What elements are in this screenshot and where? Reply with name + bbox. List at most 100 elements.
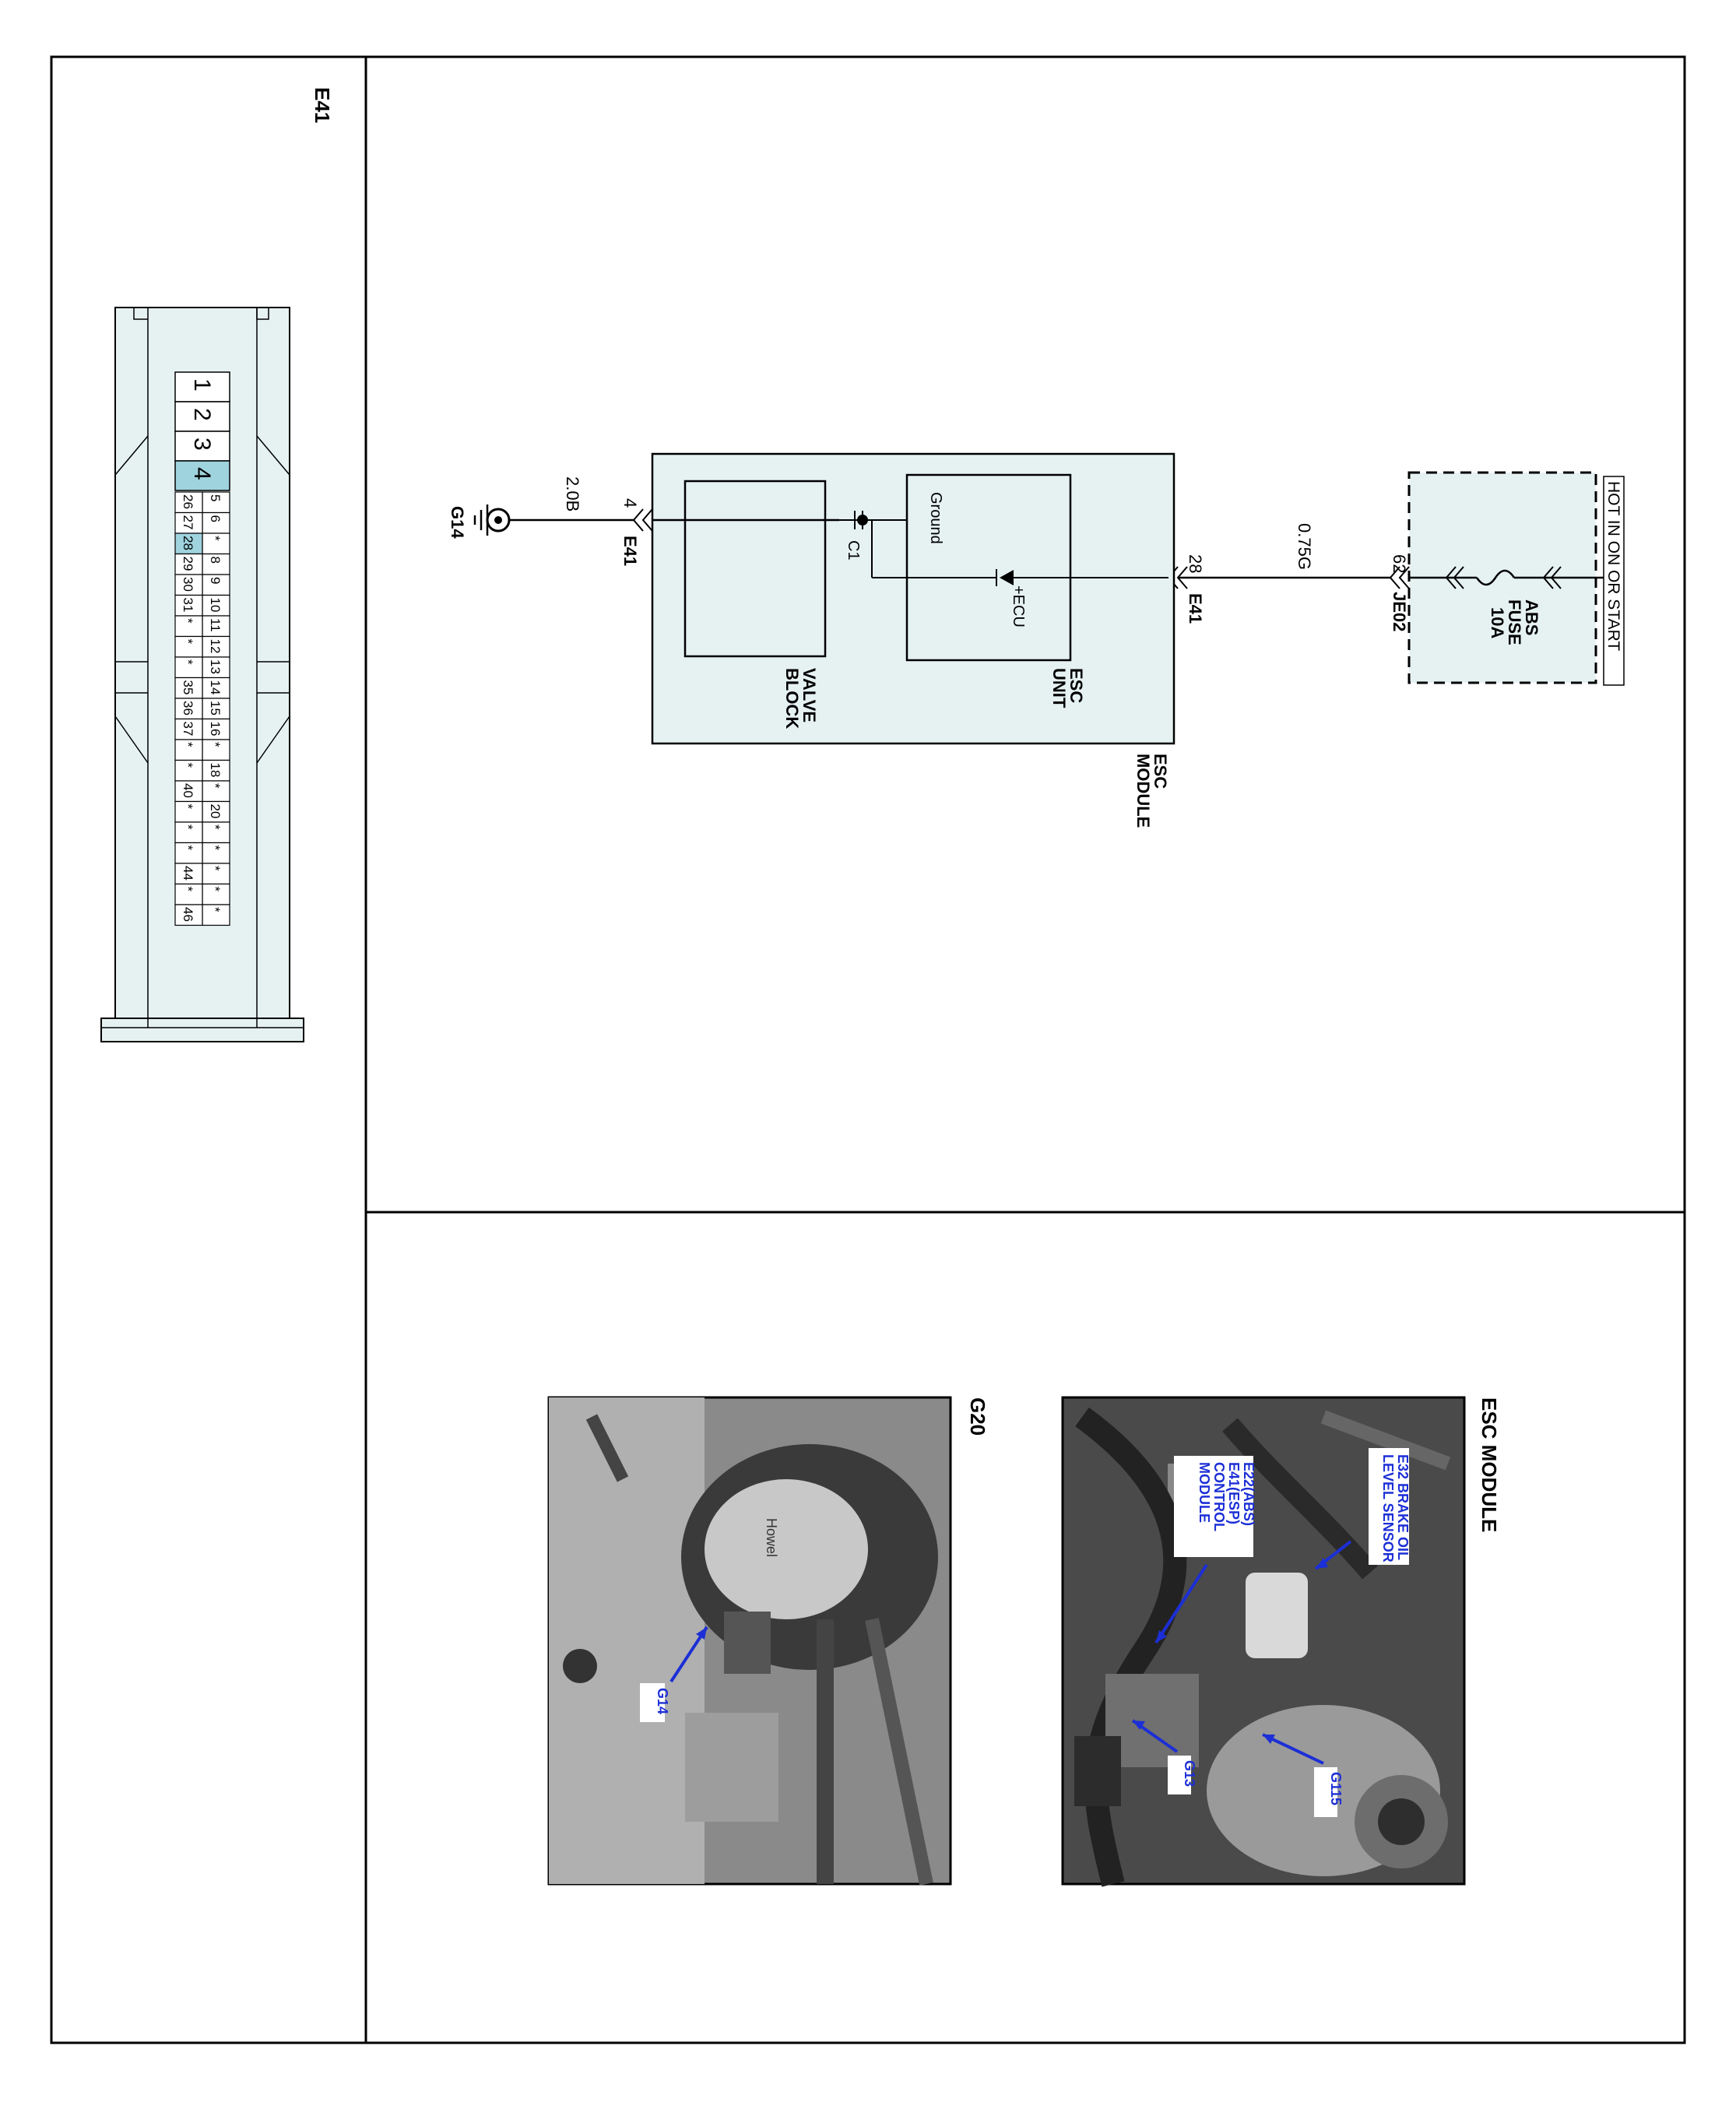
small-pin-cell — [202, 718, 230, 740]
small-pin-label: * — [208, 824, 223, 830]
module-name-2: MODULE — [1133, 754, 1153, 828]
small-pin-label: * — [181, 639, 195, 645]
small-pin-cell — [202, 800, 230, 823]
module-pin-bottom: 4 — [620, 498, 640, 508]
small-pin-cell — [174, 904, 203, 926]
power-source-box — [1603, 476, 1625, 686]
small-pin-label: 11 — [208, 618, 223, 632]
small-pin-cell — [174, 759, 203, 782]
unit-name-2: UNIT — [1049, 668, 1069, 708]
module-conn-bottom: E41 — [620, 536, 640, 566]
small-pin-cell — [202, 739, 230, 761]
junction-id: JE02 — [1390, 592, 1409, 631]
power-source-label: HOT IN ON OR START — [1604, 481, 1622, 651]
g20-photo-title: G20 — [966, 1397, 989, 1436]
small-pin-label: * — [181, 618, 195, 624]
small-pin-label: 40 — [181, 783, 195, 798]
callout-g115-label: G115 — [1328, 1772, 1344, 1805]
small-pin-cell — [202, 904, 230, 926]
small-pin-cell — [174, 780, 203, 803]
module-pin-top: 28 — [1186, 554, 1205, 573]
g20-photo: Howel — [547, 1396, 952, 1886]
small-pin-label: 18 — [208, 763, 223, 778]
small-pin-label: 12 — [208, 639, 223, 654]
large-pin-cell — [174, 460, 230, 491]
valve-block-label-2: BLOCK — [782, 668, 802, 729]
small-pin-label: 35 — [181, 680, 195, 695]
large-pin-label: 2 — [189, 408, 215, 421]
small-pin-label: 30 — [181, 577, 195, 592]
small-pin-label: 37 — [181, 722, 195, 736]
module-conn-top: E41 — [1186, 593, 1205, 624]
small-pin-label: * — [208, 907, 223, 912]
large-pin-cell — [174, 371, 230, 402]
small-pin-label: 46 — [181, 907, 195, 922]
small-pin-label: 29 — [181, 557, 195, 571]
fuse-name: ABS — [1522, 599, 1541, 635]
fuse-rating: 10A — [1488, 607, 1507, 638]
unit-name-1: ESC — [1067, 668, 1086, 703]
small-pin-label: * — [181, 845, 195, 851]
callout-module-line3: CONTROL — [1211, 1462, 1227, 1531]
callout-brake-oil: E32 BRAKE OIL LEVEL SENSOR — [1314, 1448, 1411, 1570]
callout-g13-label: G13 — [1182, 1760, 1197, 1787]
small-pin-label: 5 — [208, 494, 223, 501]
callout-g14: G14 — [640, 1626, 708, 1722]
large-pin-label: 1 — [189, 378, 215, 392]
small-pin-cell — [174, 677, 203, 699]
connector-title: E41 — [311, 87, 334, 123]
small-pin-cell — [202, 883, 230, 905]
wire-top-label: 0.75G — [1295, 523, 1314, 570]
connector-latch — [100, 1018, 304, 1042]
small-pin-cell — [174, 656, 203, 679]
ground-label: Ground — [927, 492, 944, 544]
valve-block-label-1: VALVE — [799, 668, 819, 722]
small-pin-cell — [202, 780, 230, 803]
ground-symbol — [473, 504, 511, 536]
small-pin-label: 16 — [208, 722, 223, 736]
small-pin-label: 20 — [208, 804, 223, 819]
small-pin-cell — [174, 553, 203, 575]
small-pin-cell — [202, 677, 230, 699]
esc-module-box — [651, 452, 1175, 745]
small-pin-label: 15 — [208, 701, 223, 715]
callout-g14-label: G14 — [655, 1688, 670, 1714]
small-pin-label: 9 — [208, 577, 223, 584]
small-pin-label: * — [208, 742, 223, 747]
large-pin-label: 3 — [189, 438, 215, 451]
ground-id: G14 — [448, 506, 467, 539]
fuse-symbol — [1475, 569, 1516, 586]
callout-module-line2: E41(ESP) — [1226, 1462, 1242, 1524]
small-pin-label: 28 — [181, 536, 195, 550]
small-pin-cell — [174, 594, 203, 617]
small-pin-label: 10 — [208, 598, 223, 613]
module-connector-bottom — [632, 508, 653, 532]
esc-photo-title: ESC MODULE — [1478, 1397, 1501, 1532]
small-pin-cell — [202, 656, 230, 679]
small-pin-label: 13 — [208, 659, 223, 674]
small-pin-label: 6 — [208, 515, 223, 522]
small-pin-label: 8 — [208, 557, 223, 564]
small-pin-label: * — [181, 763, 195, 768]
small-pin-label: * — [208, 536, 223, 541]
circuit-schematic: HOT IN ON OR START ABS FUSE 10A 62 JE02 … — [448, 452, 1625, 828]
small-pin-cell — [174, 615, 203, 638]
callout-g115: G115 — [1262, 1733, 1344, 1817]
photo-panel: ESC MODULE G20 E32 BRAKE OIL LEVEL SENSO… — [547, 1396, 1501, 1887]
callout-module-line1: E22(ABS) — [1241, 1462, 1256, 1526]
small-pin-label: * — [181, 659, 195, 665]
connector-small-pins: 56*8910111213141516*18*20*****2627282930… — [174, 491, 230, 926]
callout-module-line4: MODULE — [1197, 1462, 1212, 1523]
small-pin-label: * — [208, 887, 223, 892]
callout-g13: G13 — [1131, 1719, 1197, 1794]
small-pin-label: * — [181, 742, 195, 747]
fuse-word: FUSE — [1505, 599, 1524, 645]
small-pin-label: * — [181, 804, 195, 810]
small-pin-cell — [202, 533, 230, 555]
small-pin-cell — [174, 718, 203, 740]
page-frame — [50, 55, 1686, 2044]
esc-unit-box — [905, 473, 1072, 662]
small-pin-label: * — [181, 824, 195, 830]
